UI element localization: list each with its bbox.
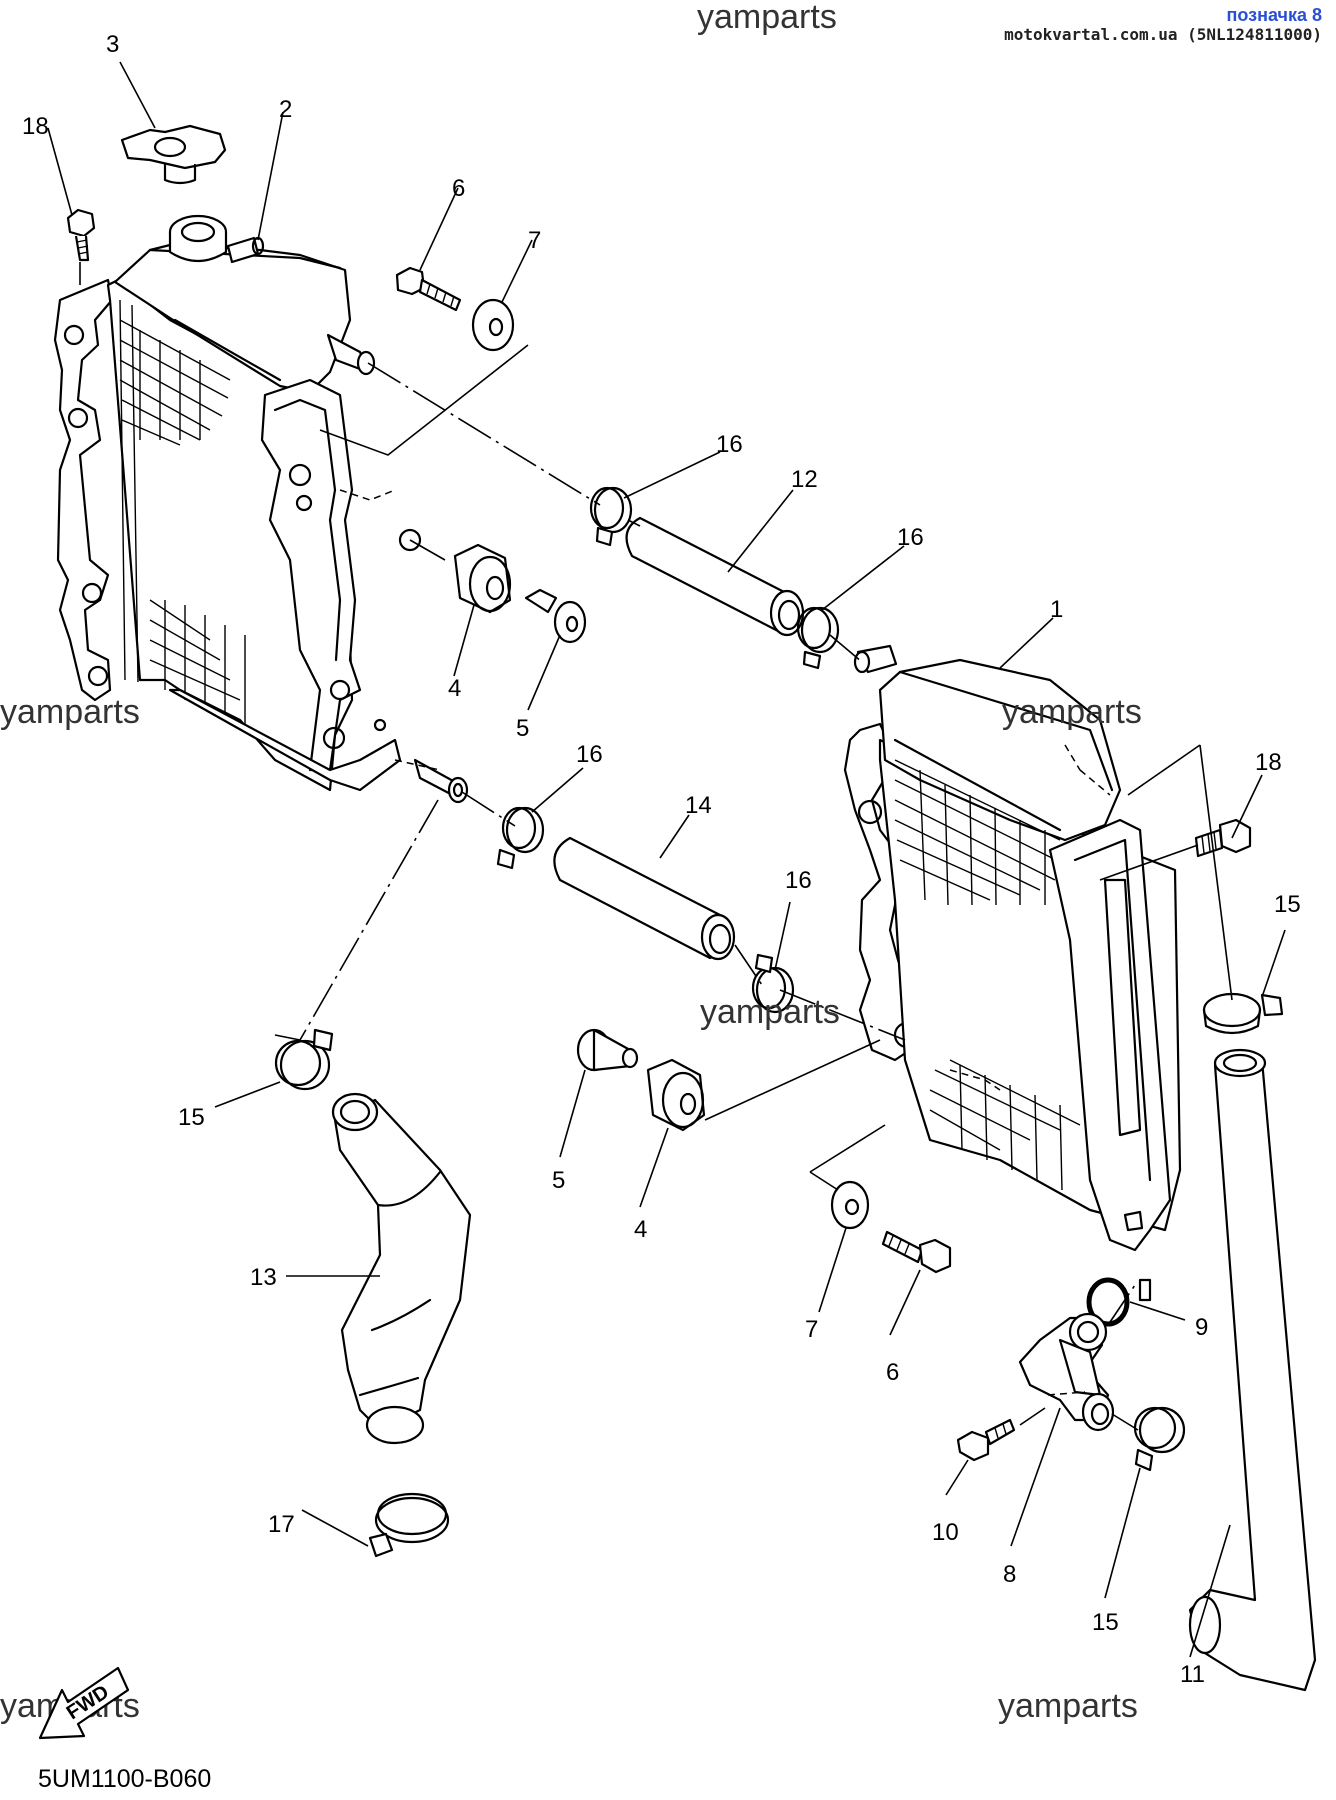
clamp-15-left — [274, 1028, 334, 1091]
callout-6-top: 6 — [452, 175, 465, 202]
left-radiator — [53, 214, 469, 804]
label-title: позначка 8 — [1226, 5, 1323, 25]
callout-15-left: 15 — [178, 1104, 205, 1131]
right-radiator — [843, 644, 1182, 1302]
watermark-center: yamparts — [700, 993, 840, 1031]
callout-2: 2 — [279, 96, 292, 123]
clamp-16-c — [496, 806, 545, 870]
clamp-15-lower-right — [1133, 1406, 1186, 1472]
callout-5-upper: 5 — [516, 715, 529, 742]
callout-1: 1 — [1050, 596, 1063, 623]
hose-13 — [331, 1092, 472, 1445]
callout-16-a: 16 — [716, 431, 743, 458]
radiator-cap — [120, 124, 227, 185]
bolt-6-top — [395, 266, 462, 312]
collar-5-lower — [576, 1028, 639, 1072]
hose-11 — [1188, 1048, 1317, 1692]
callout-10: 10 — [932, 1519, 959, 1546]
clamp-17 — [368, 1492, 450, 1558]
callout-17: 17 — [268, 1511, 295, 1538]
elbow-pipe-8 — [1018, 1312, 1115, 1432]
callout-16-b: 16 — [897, 524, 924, 551]
hose-14 — [553, 836, 736, 961]
callout-13: 13 — [250, 1264, 277, 1291]
callout-18-right: 18 — [1255, 749, 1282, 776]
grommet-4-lower — [646, 1058, 706, 1132]
callout-5-lower: 5 — [552, 1167, 565, 1194]
bolt-18-left — [66, 208, 96, 262]
washer-7-lower — [830, 1180, 870, 1230]
bolt-6-lower — [881, 1230, 952, 1274]
watermark-bottom-right: yamparts — [998, 1687, 1138, 1725]
washer-7-top — [471, 298, 515, 352]
callout-16-d: 16 — [785, 867, 812, 894]
bolt-18-right — [1194, 818, 1252, 858]
callout-16-c: 16 — [576, 741, 603, 768]
diagram-code: 5UM1100-B060 — [38, 1765, 211, 1793]
callout-4-lower: 4 — [634, 1216, 647, 1243]
callout-15-right: 15 — [1274, 891, 1301, 918]
callout-9: 9 — [1195, 1314, 1208, 1341]
watermarks: yamparts yamparts yamparts yamparts yamp… — [0, 0, 1142, 1725]
callout-numbers: 3 2 18 6 7 16 12 16 1 4 5 16 14 16 18 15… — [22, 31, 1301, 1688]
collar-5-upper — [524, 588, 587, 644]
callout-15-lower: 15 — [1092, 1609, 1119, 1636]
clamp-16-a — [589, 486, 633, 547]
callout-18-left: 18 — [22, 113, 49, 140]
callout-14: 14 — [685, 792, 712, 819]
callout-leaders — [47, 61, 1286, 1658]
watermark-right: yamparts — [1002, 693, 1142, 731]
assembly-lines — [79, 262, 1233, 1431]
source-label: позначка 8 motokvartal.com.ua (5NL124811… — [1004, 5, 1323, 45]
watermark-top: yamparts — [697, 0, 837, 36]
callout-3: 3 — [106, 31, 119, 58]
bolt-10 — [956, 1418, 1016, 1462]
clamp-15-right — [1202, 992, 1284, 1035]
callout-7-lower: 7 — [805, 1316, 818, 1343]
hose-12 — [625, 516, 805, 637]
grommet-4-upper — [453, 543, 512, 614]
callout-6-lower: 6 — [886, 1359, 899, 1386]
callout-12: 12 — [791, 466, 818, 493]
callout-11: 11 — [1180, 1661, 1205, 1688]
callout-4-upper: 4 — [448, 675, 461, 702]
source-reference: motokvartal.com.ua (5NL124811000) — [1004, 25, 1322, 44]
callout-7-top: 7 — [528, 227, 541, 254]
watermark-left: yamparts — [0, 693, 140, 731]
callout-8: 8 — [1003, 1561, 1016, 1588]
clamp-16-b — [796, 606, 840, 670]
